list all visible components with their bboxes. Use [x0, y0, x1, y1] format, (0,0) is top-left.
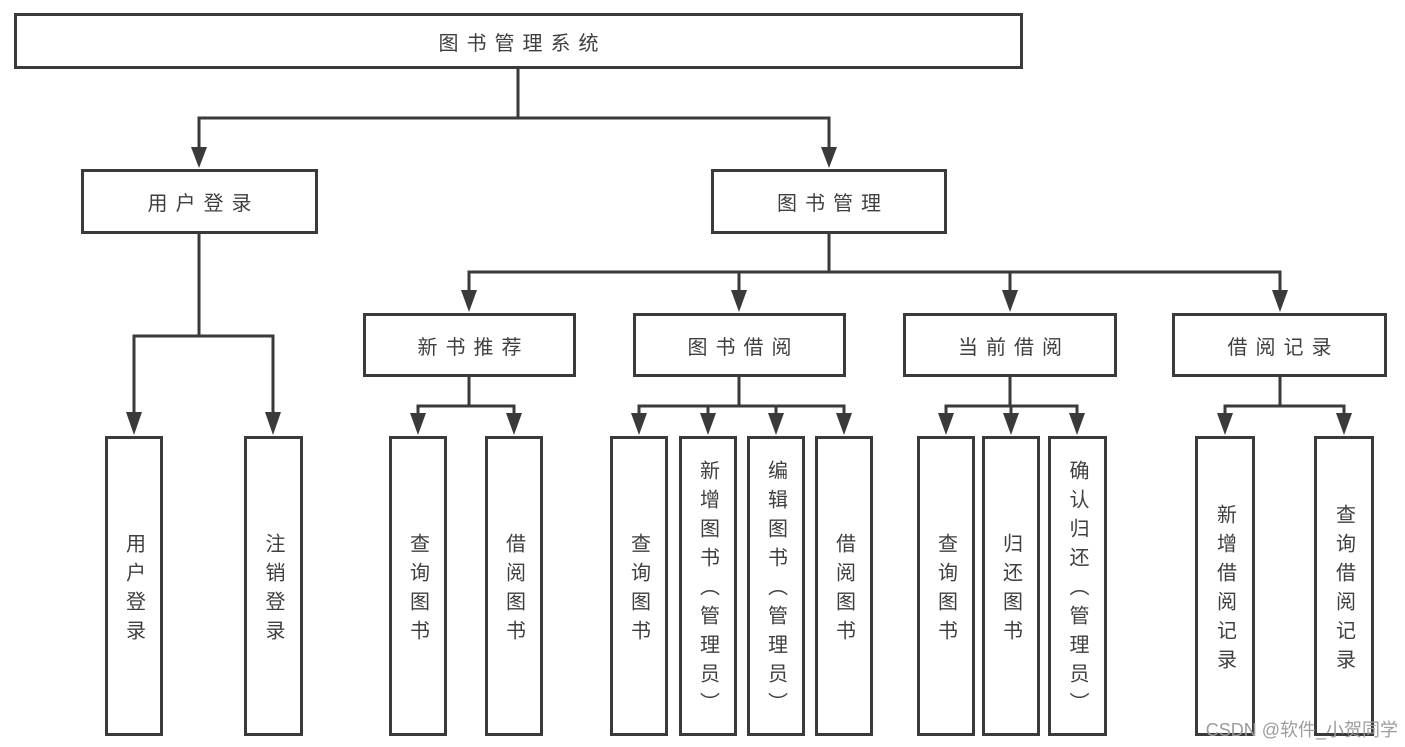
connector-root-to-level2	[197, 69, 831, 148]
leaf-user-login: 用户登录	[105, 436, 163, 736]
leaf-edit-books-admin: 编辑图书（管理员）	[747, 436, 805, 736]
node-user-login: 用户登录	[81, 169, 318, 234]
node-borrow-records-label: 借阅记录	[1227, 336, 1340, 359]
connector-book-borrow-children	[637, 377, 846, 414]
leaf-edit-books-admin-label: 编辑图书（管理员）	[764, 460, 787, 721]
leaf-confirm-return-admin-label: 确认归还（管理员）	[1066, 460, 1088, 721]
leaf-borrow-query-books: 查询图书	[610, 436, 668, 736]
leaf-logout-label: 注销登录	[262, 532, 284, 649]
leaf-add-books-admin: 新增图书（管理员）	[679, 436, 737, 736]
leaf-newbook-borrow-books: 借阅图书	[485, 436, 543, 736]
node-new-book-recommend: 新书推荐	[363, 313, 576, 377]
leaf-logout: 注销登录	[244, 436, 303, 736]
node-new-book-recommend-label: 新书推荐	[417, 336, 530, 359]
leaf-borrow-borrow-books-label: 借阅图书	[832, 532, 855, 649]
leaf-current-query-books: 查询图书	[917, 436, 975, 736]
leaf-newbook-borrow-books-label: 借阅图书	[502, 532, 525, 649]
node-book-borrow-label: 图书借阅	[687, 336, 800, 359]
connector-user-login-children	[132, 234, 275, 413]
connector-new-book-children	[416, 377, 516, 414]
leaf-query-borrow-record: 查询借阅记录	[1314, 436, 1374, 736]
leaf-current-query-books-label: 查询图书	[934, 532, 957, 649]
node-root: 图书管理系统	[14, 13, 1023, 69]
leaf-confirm-return-admin: 确认归还（管理员）	[1048, 436, 1107, 736]
leaf-add-borrow-record-label: 新增借阅记录	[1213, 503, 1236, 678]
connector-borrow-record-children	[1223, 377, 1346, 414]
leaf-return-books-label: 归还图书	[999, 532, 1022, 649]
node-current-borrow: 当前借阅	[903, 313, 1117, 377]
connector-book-management-children	[467, 234, 1282, 291]
node-user-login-label: 用户登录	[147, 193, 260, 215]
leaf-borrow-query-books-label: 查询图书	[627, 532, 650, 649]
leaf-return-books: 归还图书	[982, 436, 1040, 736]
leaf-add-borrow-record: 新增借阅记录	[1195, 436, 1255, 736]
node-root-label: 图书管理系统	[438, 32, 607, 55]
node-book-management-label: 图书管理	[777, 193, 889, 215]
leaf-add-books-admin-label: 新增图书（管理员）	[696, 460, 719, 721]
leaf-newbook-query-books: 查询图书	[389, 436, 447, 736]
node-book-management: 图书管理	[711, 169, 947, 234]
watermark-text: CSDN @软件_小贺同学	[1205, 720, 1398, 740]
node-book-borrow: 图书借阅	[633, 313, 846, 377]
leaf-borrow-borrow-books: 借阅图书	[815, 436, 873, 736]
connector-current-borrow-children	[944, 377, 1079, 414]
leaf-newbook-query-books-label: 查询图书	[406, 532, 429, 649]
leaf-user-login-label: 用户登录	[122, 532, 145, 649]
node-borrow-records: 借阅记录	[1172, 313, 1387, 377]
leaf-query-borrow-record-label: 查询借阅记录	[1332, 503, 1355, 678]
node-current-borrow-label: 当前借阅	[958, 336, 1070, 359]
arrowheads	[126, 147, 1352, 435]
